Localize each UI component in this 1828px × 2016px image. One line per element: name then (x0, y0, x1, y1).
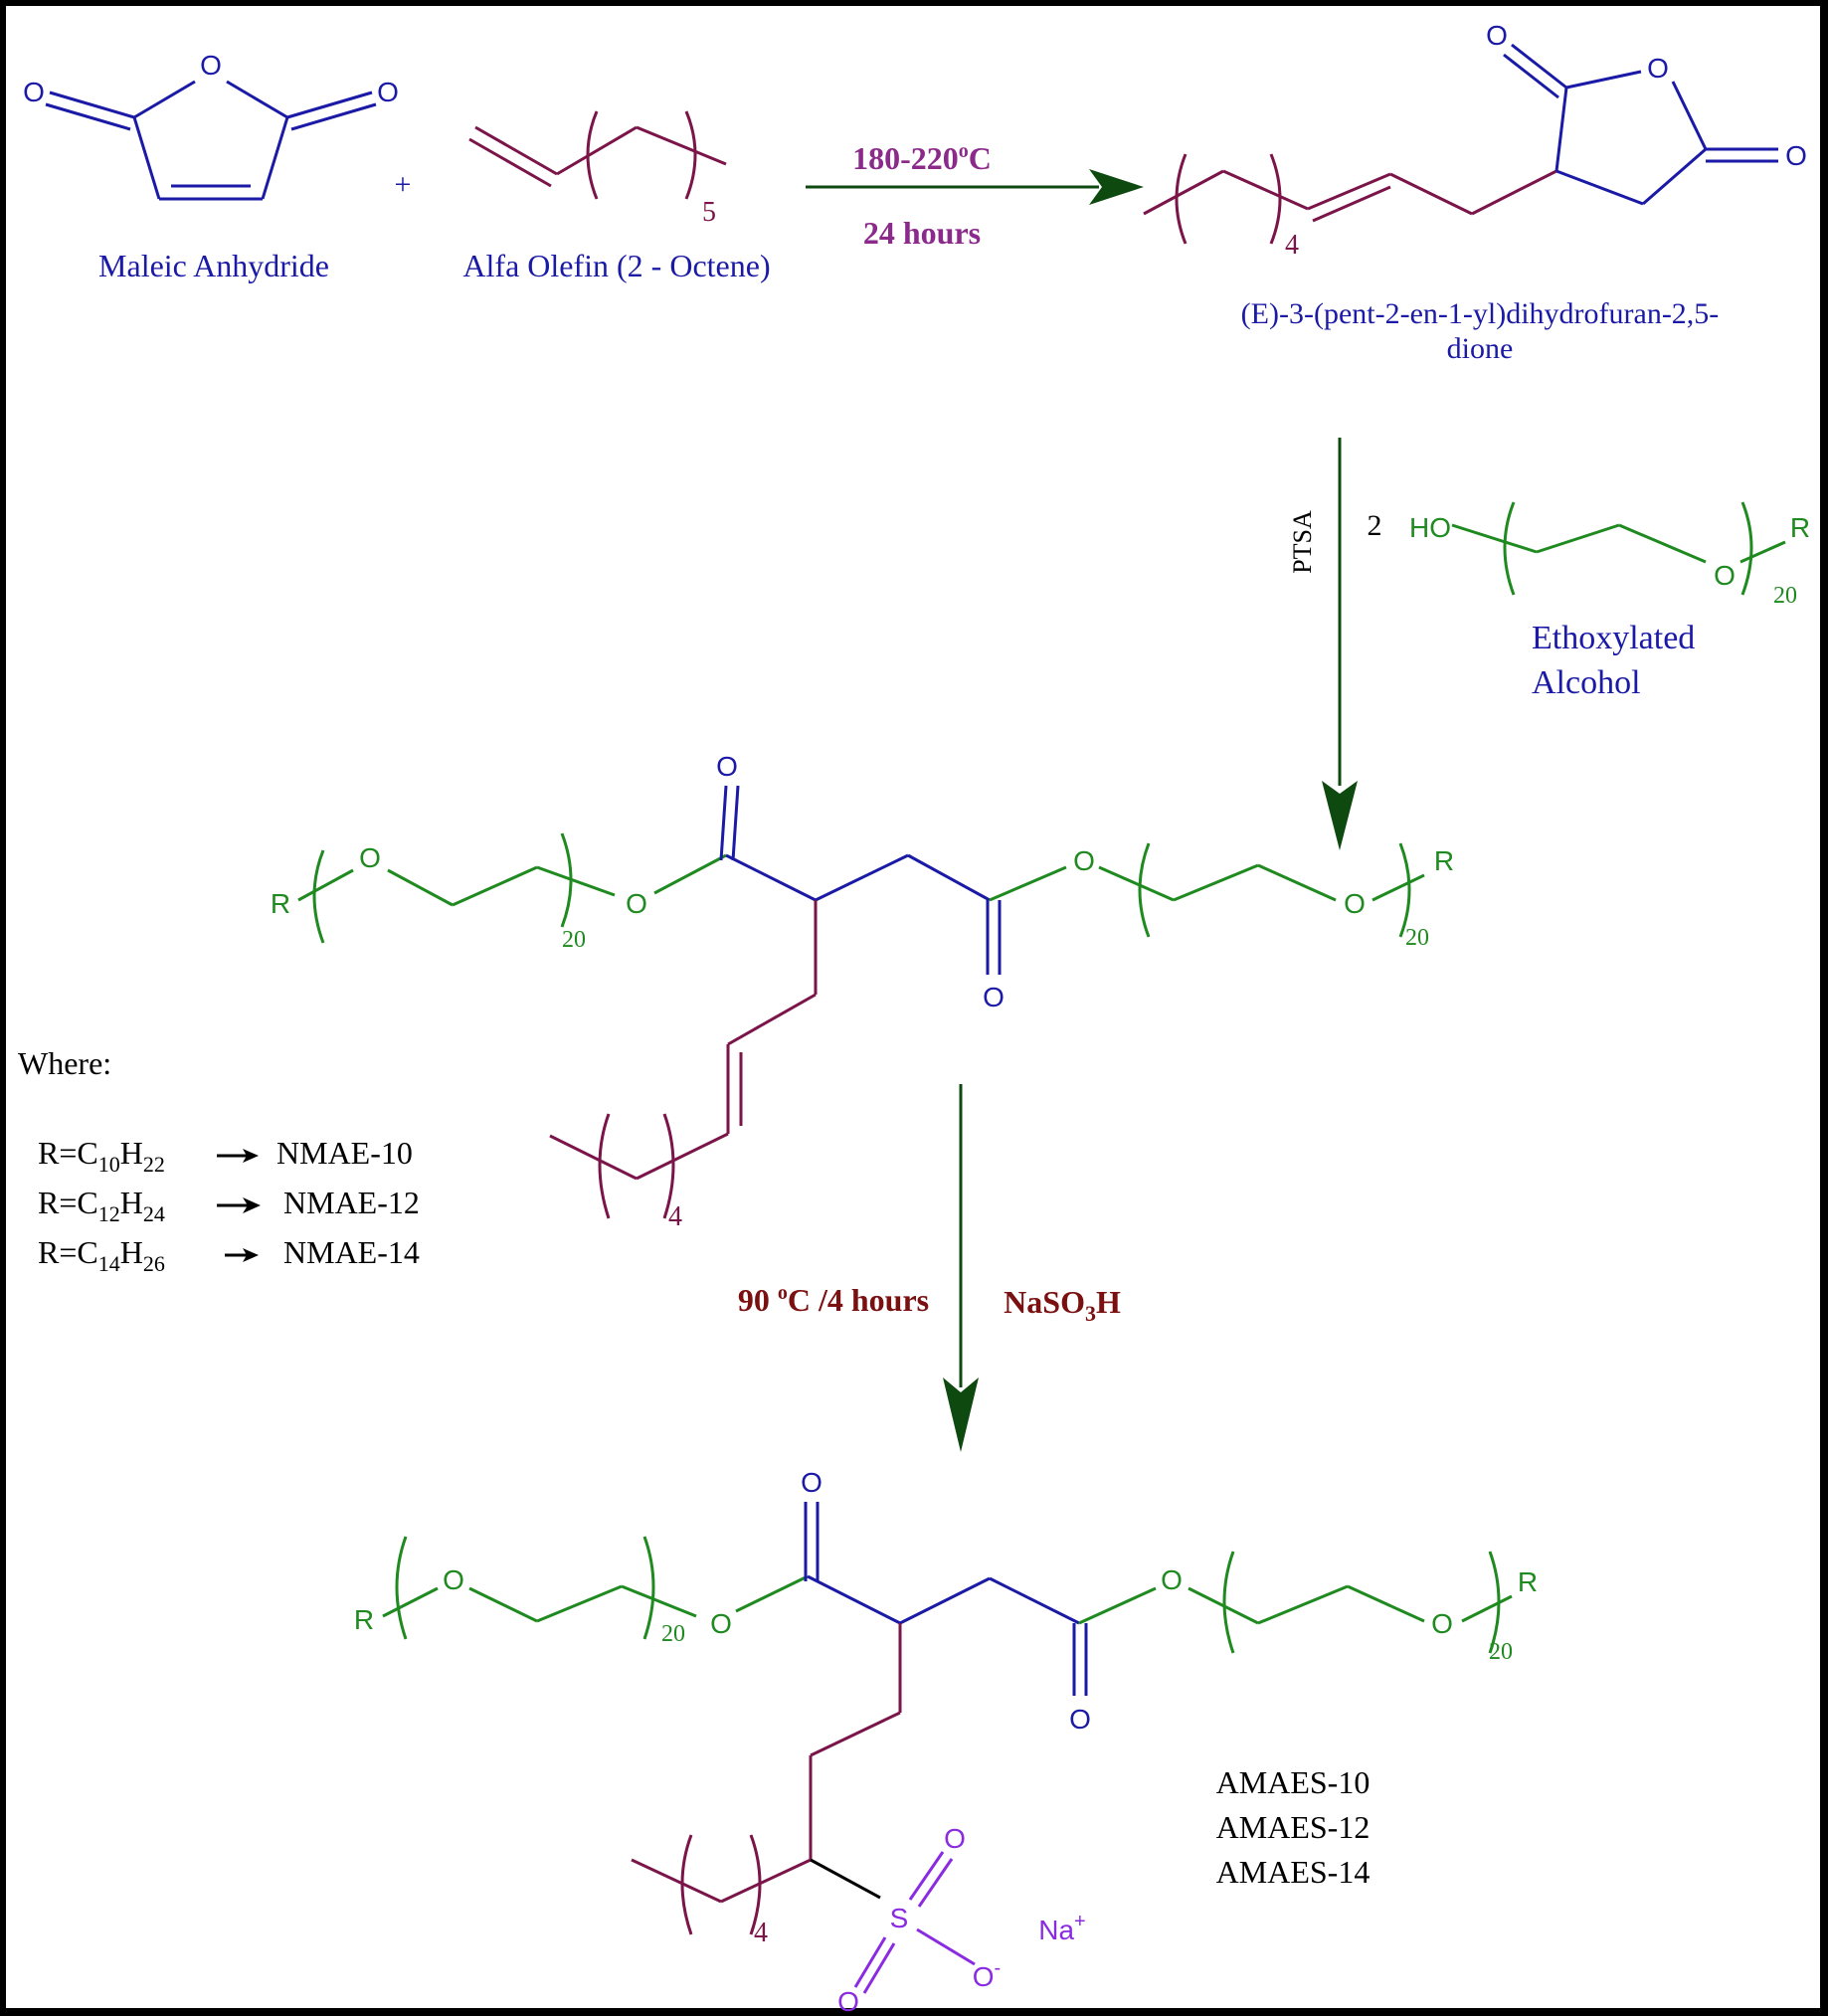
nmae-alkenyl-chain (549, 900, 818, 1219)
nmae-ether-oxygen-left: O (359, 842, 381, 873)
step2-arrow (1322, 438, 1358, 850)
intermediate-carbonyl-oxygen-right: O (1785, 140, 1807, 171)
amaes-sulfonated-chain (631, 1623, 902, 1935)
amaes-ester-oxygen-left: O (710, 1608, 732, 1639)
intermediate-chain-structure (1143, 153, 1557, 245)
step3-reagent: NaSO3H (1004, 1284, 1121, 1326)
plus-sign: + (395, 168, 412, 201)
nmae-r-group-right: R (1434, 845, 1454, 876)
nmae-carbonyl-oxygen-bottom: O (983, 982, 1005, 1012)
intermediate-carbonyl-oxygen-top: O (1486, 20, 1508, 51)
amaes-carbonyl-oxygen-bottom: O (1069, 1704, 1091, 1735)
olefin-repeat-count: 5 (702, 197, 716, 228)
legend-title: Where: (18, 1045, 111, 1081)
hydroxyl-group: HO (1409, 512, 1451, 543)
nmae-r-group-left: R (271, 888, 290, 919)
ether-oxygen: O (1714, 560, 1736, 591)
amaes-r-group-right: R (1518, 1566, 1538, 1597)
olefin-label: Alfa Olefin (2 - Octene) (462, 248, 770, 283)
amaes-r-group-left: R (354, 1604, 374, 1635)
amaes-product-3: AMAES-14 (1216, 1854, 1371, 1890)
maleic-anhydride-structure (45, 80, 377, 201)
step1-time: 24 hours (863, 215, 981, 251)
intermediate-repeat-count: 4 (1285, 230, 1299, 261)
legend-formula-row-2: R=C12H24 (38, 1185, 165, 1226)
legend-rows: R=C10H22 R=C12H24 R=C14H26 NMAE-10 NMAE-… (38, 1135, 420, 1276)
step2-equivalents: 2 (1368, 509, 1382, 542)
sodium-counterion: Na+ (1038, 1911, 1085, 1945)
nmae-chain-repeat-count: 4 (668, 1201, 682, 1232)
legend-arrows (217, 1149, 261, 1262)
legend-product-row-1: NMAE-10 (276, 1135, 413, 1171)
anhydride-ring-oxygen: O (200, 50, 222, 81)
maleic-anhydride-label: Maleic Anhydride (98, 248, 329, 283)
sulfur-atom: S (890, 1903, 909, 1933)
carbonyl-oxygen-right: O (377, 77, 399, 107)
alkyl-r-group: R (1790, 512, 1810, 543)
amaes-right-ethoxy-chain (1078, 1551, 1513, 1654)
nmae-core (719, 785, 1002, 975)
amaes-ester-oxygen-right: O (1161, 1564, 1183, 1595)
intermediate-name-line1: (E)-3-(pent-2-en-1-yl)dihydrofuran-2,5- (1241, 297, 1720, 330)
ethoxylated-alcohol-structure (1451, 501, 1786, 596)
amaes-left-repeat-count: 20 (661, 1621, 685, 1647)
amaes-product-2: AMAES-12 (1216, 1809, 1371, 1845)
carbonyl-oxygen-left: O (23, 77, 45, 107)
succinic-anhydride-ring (1503, 43, 1778, 206)
amaes-core (804, 1502, 1088, 1696)
nmae-right-ethoxy-chain (989, 842, 1425, 938)
nmae-ether-oxygen-right: O (1344, 888, 1366, 919)
legend-formula-row-3: R=C14H26 (38, 1234, 165, 1276)
intermediate-name-line2: dione (1447, 332, 1514, 365)
step1-temperature: 180-220oC (852, 140, 992, 176)
amaes-ether-oxygen-right: O (1431, 1608, 1453, 1639)
amaes-ether-oxygen-left: O (443, 1564, 464, 1595)
sulfonate-group (810, 1851, 976, 1994)
scheme-panel (6, 6, 1820, 2008)
step3-arrow (943, 1084, 979, 1452)
ethoxylated-alcohol-label-line2: Alcohol (1532, 664, 1641, 701)
legend-product-row-3: NMAE-14 (283, 1234, 420, 1270)
sulfonyl-oxygen-top: O (944, 1823, 966, 1854)
nmae-left-ethoxy-chain (297, 832, 727, 944)
amaes-product-list: AMAES-10 AMAES-12 AMAES-14 (1216, 1764, 1371, 1890)
amaes-carbonyl-oxygen-top: O (801, 1467, 823, 1498)
ethoxy-repeat-count: 20 (1773, 583, 1797, 609)
nmae-ester-oxygen-left: O (626, 888, 647, 919)
nmae-carbonyl-oxygen-top: O (716, 751, 738, 782)
nmae-right-repeat-count: 20 (1405, 925, 1429, 951)
step2-catalyst: PTSA (1288, 510, 1317, 574)
ethoxylated-alcohol-label-line1: Ethoxylated (1532, 620, 1695, 656)
amaes-right-repeat-count: 20 (1489, 1639, 1513, 1665)
step1-arrow (806, 169, 1144, 205)
step3-conditions: 90 oC /4 hours (738, 1282, 929, 1318)
legend-product-row-2: NMAE-12 (283, 1185, 420, 1220)
nmae-ester-oxygen-right: O (1073, 845, 1095, 876)
olefin-structure (468, 110, 727, 200)
nmae-left-repeat-count: 20 (562, 927, 586, 953)
intermediate-ring-oxygen: O (1647, 53, 1669, 84)
amaes-chain-repeat-count: 4 (754, 1918, 768, 1948)
amaes-left-ethoxy-chain (382, 1536, 809, 1640)
amaes-product-1: AMAES-10 (1216, 1764, 1371, 1800)
sulfonate-oxygen-anion: O- (973, 1957, 1001, 1992)
legend-formula-row-1: R=C10H22 (38, 1135, 165, 1177)
sulfonyl-oxygen-bottom: O (837, 1986, 859, 2016)
